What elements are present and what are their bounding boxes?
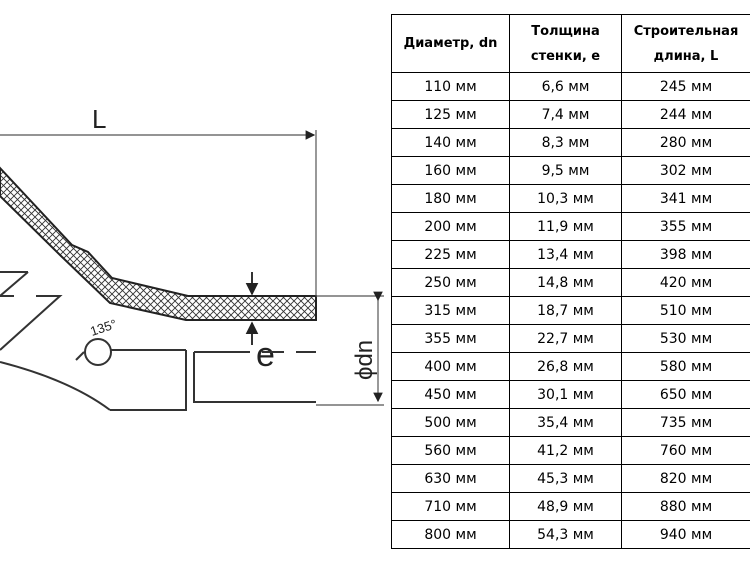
thickness-label: e <box>256 336 275 374</box>
cell-wall-thickness: 18,7 мм <box>509 296 622 325</box>
header-diameter: Диаметр, dn <box>391 14 510 73</box>
cell-wall-thickness: 26,8 мм <box>509 352 622 381</box>
cell-build-length: 510 мм <box>621 296 750 325</box>
cell-build-length: 341 мм <box>621 184 750 213</box>
cell-diameter: 800 мм <box>391 520 510 549</box>
cell-build-length: 735 мм <box>621 408 750 437</box>
angle-label: 135° <box>88 316 118 339</box>
header-build-length: Строительная длина, L <box>621 14 750 73</box>
header-wall-thickness: Толщина стенки, e <box>509 14 622 73</box>
cell-build-length: 580 мм <box>621 352 750 381</box>
pipe-wall-section <box>0 166 317 321</box>
cell-build-length: 420 мм <box>621 268 750 297</box>
cell-build-length: 530 мм <box>621 324 750 353</box>
cell-build-length: 398 мм <box>621 240 750 269</box>
cell-build-length: 355 мм <box>621 212 750 241</box>
cell-build-length: 302 мм <box>621 156 750 185</box>
cell-wall-thickness: 6,6 мм <box>509 72 622 101</box>
pipe-inner-outline <box>0 271 316 411</box>
cell-build-length: 940 мм <box>621 520 750 549</box>
cell-wall-thickness: 14,8 мм <box>509 268 622 297</box>
table-header-row: Диаметр, dn Толщина стенки, e Строительн… <box>391 14 750 73</box>
cell-diameter: 560 мм <box>391 436 510 465</box>
elbow-fitting-drawing: L e ϕdn 135° <box>0 104 384 411</box>
cell-wall-thickness: 10,3 мм <box>509 184 622 213</box>
cell-diameter: 355 мм <box>391 324 510 353</box>
cell-wall-thickness: 8,3 мм <box>509 128 622 157</box>
header-length-line-2: длина, L <box>653 48 719 64</box>
cell-wall-thickness: 30,1 мм <box>509 380 622 409</box>
cell-diameter: 200 мм <box>391 212 510 241</box>
length-label: L <box>92 104 106 134</box>
header-thickness-line-1: Толщина <box>531 23 600 39</box>
cell-build-length: 280 мм <box>621 128 750 157</box>
cell-build-length: 650 мм <box>621 380 750 409</box>
header-length-line-1: Строительная <box>633 23 739 39</box>
cell-diameter: 400 мм <box>391 352 510 381</box>
length-dimension <box>0 130 317 296</box>
cell-diameter: 450 мм <box>391 380 510 409</box>
cell-diameter: 140 мм <box>391 128 510 157</box>
cell-diameter: 180 мм <box>391 184 510 213</box>
dimensions-table: Диаметр, dn Толщина стенки, e Строительн… <box>391 14 750 549</box>
cell-build-length: 245 мм <box>621 72 750 101</box>
angle-mark <box>75 338 112 366</box>
diameter-label: ϕdn <box>351 340 378 380</box>
header-thickness-line-2: стенки, e <box>530 48 601 64</box>
cell-wall-thickness: 45,3 мм <box>509 464 622 493</box>
cell-wall-thickness: 11,9 мм <box>509 212 622 241</box>
cell-wall-thickness: 22,7 мм <box>509 324 622 353</box>
cell-diameter: 160 мм <box>391 156 510 185</box>
cell-build-length: 880 мм <box>621 492 750 521</box>
cell-diameter: 125 мм <box>391 100 510 129</box>
diameter-dimension <box>316 291 384 406</box>
cell-wall-thickness: 41,2 мм <box>509 436 622 465</box>
cell-build-length: 820 мм <box>621 464 750 493</box>
cell-diameter: 250 мм <box>391 268 510 297</box>
cell-diameter: 630 мм <box>391 464 510 493</box>
cell-diameter: 500 мм <box>391 408 510 437</box>
cell-diameter: 710 мм <box>391 492 510 521</box>
cell-wall-thickness: 48,9 мм <box>509 492 622 521</box>
cell-diameter: 110 мм <box>391 72 510 101</box>
cell-wall-thickness: 7,4 мм <box>509 100 622 129</box>
cell-diameter: 315 мм <box>391 296 510 325</box>
cell-wall-thickness: 13,4 мм <box>509 240 622 269</box>
cell-wall-thickness: 54,3 мм <box>509 520 622 549</box>
cell-diameter: 225 мм <box>391 240 510 269</box>
cell-wall-thickness: 35,4 мм <box>509 408 622 437</box>
cell-wall-thickness: 9,5 мм <box>509 156 622 185</box>
cell-build-length: 244 мм <box>621 100 750 129</box>
cell-build-length: 760 мм <box>621 436 750 465</box>
header-diameter-line: Диаметр, dn <box>403 36 498 51</box>
